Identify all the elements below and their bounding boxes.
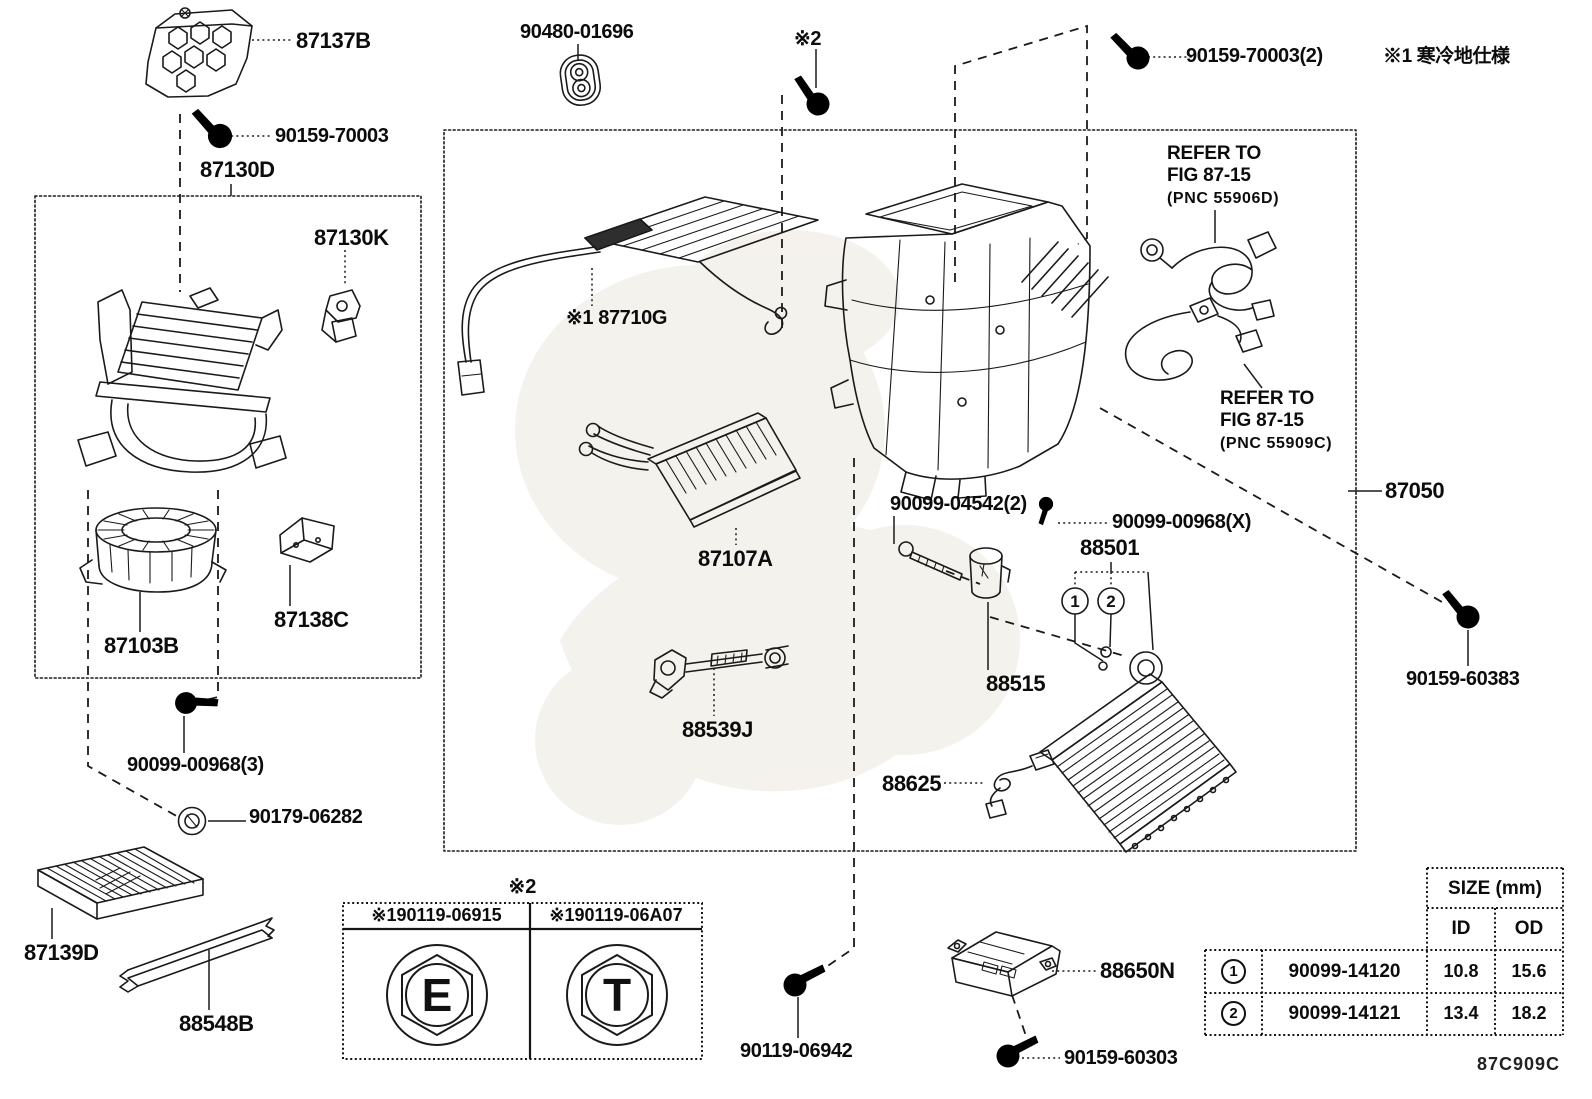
size-row1-number: 1 [1221, 959, 1246, 984]
label-87710G: ※1 87710G [566, 307, 668, 329]
label-87050: 87050 [1385, 478, 1445, 503]
label-87138C: 87138C [274, 607, 349, 632]
blower-sub-assembly-box [34, 195, 422, 679]
size-table-grid [1204, 867, 1564, 1036]
size-table-id-header: ID [1451, 918, 1471, 939]
part-88548B-retainer-drawing [119, 917, 275, 993]
refer1-line1: REFER TO [1167, 143, 1262, 164]
part-88539J-pipe-drawing [649, 645, 789, 699]
label-90179-06282: 90179-06282 [249, 806, 363, 828]
part-87710G-harness-drawing [457, 196, 819, 396]
part-pnc55906D-harness-drawing [1140, 231, 1277, 321]
part-hvac-unit-drawing [824, 183, 1109, 501]
size-table-od-header: OD [1514, 918, 1544, 939]
part-evaporator-drawing [1039, 651, 1237, 853]
part-90179-06282-grommet-drawing [177, 806, 207, 836]
refer2-line2: FIG 87-15 [1220, 410, 1304, 431]
part-87137B-cover-drawing [145, 7, 253, 98]
nut-table-header-2: ※190119-06A07 [549, 905, 683, 925]
nut-mark-E-icon: E [386, 944, 488, 1046]
nut-table-header-1: ※190119-06915 [371, 905, 502, 925]
label-rem2-marker: ※2 [794, 28, 822, 50]
assembly-dashed-lines [87, 24, 1443, 1037]
label-88548B: 88548B [179, 1011, 254, 1036]
leader-lines-solid [51, 44, 1469, 1038]
screw-90159-60383-drawing [1433, 588, 1485, 633]
main-unit-box-87050 [443, 129, 1357, 852]
screw-90099-00968-3-drawing [172, 684, 221, 717]
screw-90159-70003-2-drawing [1102, 31, 1154, 74]
size-row1-id: 10.8 [1443, 961, 1479, 981]
part-pnc55909C-harness-drawing [1124, 297, 1263, 381]
note-refer-fig-55909C: REFER TO FIG 87-15 (PNC 55909C) [1220, 388, 1332, 455]
label-90159-70003-2: 90159-70003(2) [1186, 45, 1323, 67]
label-87130K: 87130K [314, 225, 389, 250]
screw-90119-06942-drawing [778, 952, 828, 1002]
label-90159-70003: 90159-70003 [275, 125, 389, 147]
label-87137B: 87137B [296, 28, 371, 53]
part-87107A-heater-core-drawing [578, 412, 801, 528]
part-88625-thermistor-drawing [985, 749, 1055, 819]
label-88539J: 88539J [682, 717, 754, 742]
size-row2-od: 18.2 [1511, 1003, 1547, 1023]
figure-code: 87C909C [1477, 1054, 1561, 1074]
size-row2-number: 2 [1221, 1001, 1246, 1026]
label-88501: 88501 [1080, 535, 1140, 560]
callout-88501-orings [1061, 587, 1125, 671]
label-90099-04542-2: 90099-04542(2) [890, 493, 1027, 515]
part-88650N-amplifier-drawing [947, 931, 1061, 997]
part-90099-04542-bolt-drawing [898, 541, 963, 581]
background-watermark [515, 230, 1020, 825]
svg-text:E: E [422, 969, 453, 1021]
part-87103B-blower-motor-drawing [79, 507, 227, 593]
label-88625: 88625 [882, 771, 942, 796]
size-table-title: SIZE (mm) [1448, 878, 1542, 899]
part-87130K-servo-drawing [321, 289, 361, 343]
label-87103B: 87103B [104, 633, 179, 658]
screw-rem2-drawing [784, 73, 835, 121]
size-row2-part: 90099-14121 [1288, 1003, 1401, 1024]
label-90119-06942: 90119-06942 [740, 1040, 853, 1062]
refer2-line1: REFER TO [1220, 388, 1315, 409]
label-87107A: 87107A [698, 546, 773, 571]
part-90480-01696-grommet-drawing [559, 54, 602, 106]
label-88650N: 88650N [1100, 958, 1175, 983]
label-90099-00968-x: 90099-00968(X) [1112, 511, 1251, 533]
label-footnote-cold-spec: ※1 寒冷地仕様 [1383, 46, 1510, 67]
screw-90159-60303-drawing [991, 1023, 1041, 1073]
label-87139D: 87139D [24, 940, 99, 965]
screw-90159-70003-drawing [183, 107, 237, 153]
callout-1-number: 1 [1070, 592, 1079, 611]
label-90480-01696: 90480-01696 [520, 21, 634, 43]
nut-table-title: ※2 [508, 876, 537, 898]
size-row2-id: 13.4 [1443, 1003, 1479, 1023]
refer2-line3: (PNC 55909C) [1220, 435, 1333, 452]
label-87130D: 87130D [200, 157, 275, 182]
label-90159-60383: 90159-60383 [1406, 668, 1520, 690]
part-87138C-resistor-drawing [279, 517, 335, 563]
screw-90099-00968-x-drawing [1038, 496, 1054, 526]
label-90099-00968-3: 90099-00968(3) [127, 754, 264, 776]
callout-2-number: 2 [1106, 592, 1115, 611]
svg-text:T: T [603, 969, 631, 1021]
part-88515-valve-drawing [969, 547, 1011, 599]
label-90159-60303: 90159-60303 [1064, 1047, 1178, 1069]
refer1-line3: (PNC 55906D) [1167, 190, 1280, 207]
part-87130D-blower-assembly-drawing [77, 287, 287, 473]
leader-lines-dotted [226, 39, 1192, 1059]
note-refer-fig-55906D: REFER TO FIG 87-15 (PNC 55906D) [1167, 143, 1279, 210]
refer1-line2: FIG 87-15 [1167, 165, 1251, 186]
label-88515: 88515 [986, 671, 1046, 696]
part-87139D-filter-drawing [37, 846, 204, 920]
nut-mark-T-icon: T [566, 944, 668, 1046]
size-row1-part: 90099-14120 [1288, 961, 1401, 982]
size-row1-od: 15.6 [1511, 961, 1547, 981]
nut-table-grid [342, 902, 703, 1060]
